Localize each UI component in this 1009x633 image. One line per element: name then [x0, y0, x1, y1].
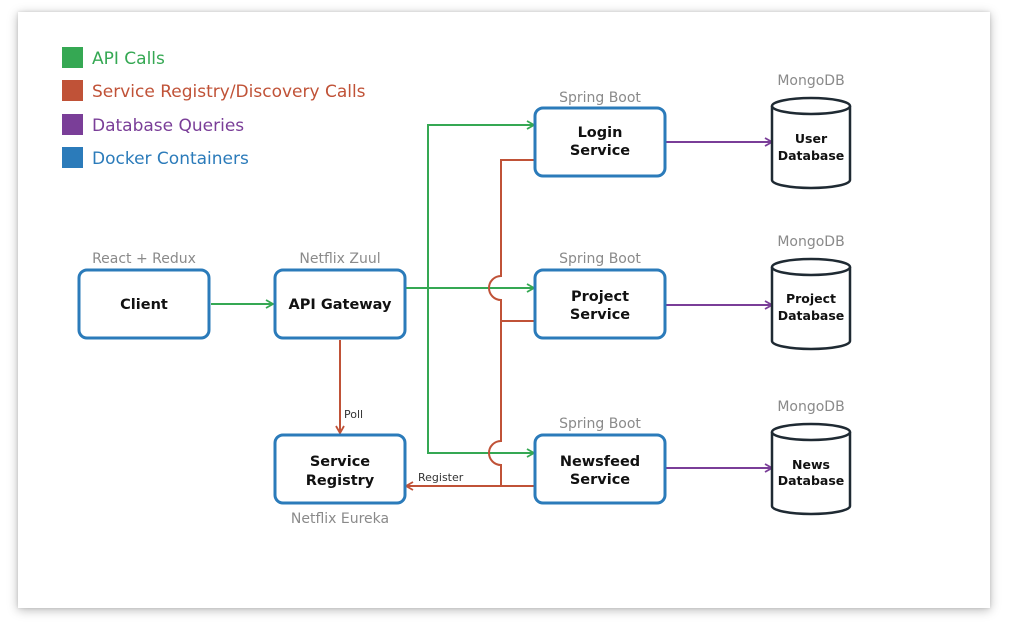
registry-tech-label: Netflix Eureka [291, 511, 389, 527]
edge-gateway-to-newsfeed [427, 288, 536, 458]
api-call-edges [211, 120, 536, 458]
project-service-label-line1: Project [571, 289, 629, 305]
registry-bus [488, 159, 534, 486]
login-service-label-line1: Login [578, 125, 623, 141]
client-tech-label: React + Redux [92, 251, 196, 267]
project-database-label-line1: Project [786, 291, 836, 306]
poll-label: Poll [344, 408, 363, 421]
legend-item-api-calls: API Calls [62, 47, 165, 69]
edge-gateway-to-login [405, 120, 536, 289]
user-database-node: MongoDB User Database [770, 73, 852, 190]
project-database-label-line2: Database [778, 308, 845, 323]
project-tech-label: Spring Boot [559, 251, 641, 267]
news-database-label-line2: Database [778, 473, 845, 488]
api-gateway-label: API Gateway [289, 297, 392, 313]
project-database-node: MongoDB Project Database [770, 234, 852, 351]
database-edges [666, 137, 774, 473]
registry-edges [335, 159, 534, 491]
newsfeed-service-box [533, 433, 667, 505]
newsfeed-tech-label: Spring Boot [559, 416, 641, 432]
service-registry-label-line1: Service [310, 454, 370, 470]
legend-item-docker-containers: Docker Containers [62, 147, 249, 169]
legend-swatch-api [62, 47, 83, 68]
api-gateway-node: Netflix Zuul API Gateway [273, 251, 407, 340]
newsfeed-service-label-line1: Newsfeed [560, 454, 640, 470]
client-box [77, 268, 211, 340]
newsfeed-service-label-line2: Service [570, 472, 630, 488]
project-database-cylinder [770, 267, 852, 351]
user-database-cylinder-top [770, 96, 852, 116]
project-db-tech-label: MongoDB [777, 234, 844, 250]
news-database-label-line1: News [792, 457, 830, 472]
project-database-cylinder-top [770, 257, 852, 277]
legend-label-database: Database Queries [92, 116, 244, 136]
legend-label-api: API Calls [92, 49, 165, 69]
gateway-tech-label: Netflix Zuul [299, 251, 380, 267]
news-db-tech-label: MongoDB [777, 399, 844, 415]
legend-swatch-database [62, 114, 83, 135]
newsfeed-service-node: Spring Boot Newsfeed Service [533, 416, 667, 505]
legend: API Calls Service Registry/Discovery Cal… [62, 47, 366, 169]
legend-item-database-queries: Database Queries [62, 114, 244, 136]
legend-swatch-docker [62, 147, 83, 168]
user-database-label-line1: User [795, 131, 828, 146]
register-label: Register [418, 471, 464, 484]
project-service-label-line2: Service [570, 307, 630, 323]
news-database-cylinder-top [770, 422, 852, 442]
project-service-box [533, 268, 667, 340]
service-registry-label-line2: Registry [306, 473, 375, 489]
news-database-cylinder [770, 432, 852, 516]
legend-label-registry: Service Registry/Discovery Calls [92, 82, 366, 102]
service-registry-node: Service Registry Netflix Eureka [273, 433, 407, 527]
legend-item-registry-calls: Service Registry/Discovery Calls [62, 80, 366, 102]
api-gateway-box [273, 268, 407, 340]
login-service-label-line2: Service [570, 143, 630, 159]
client-node: React + Redux Client [77, 251, 211, 340]
legend-swatch-registry [62, 80, 83, 101]
user-database-cylinder [770, 106, 852, 190]
client-label: Client [120, 297, 168, 313]
service-registry-box [273, 433, 407, 505]
project-service-node: Spring Boot Project Service [533, 251, 667, 340]
news-database-node: MongoDB News Database [770, 399, 852, 516]
legend-label-docker: Docker Containers [92, 149, 249, 169]
user-db-tech-label: MongoDB [777, 73, 844, 89]
login-tech-label: Spring Boot [559, 90, 641, 106]
login-service-box [533, 106, 667, 178]
user-database-label-line2: Database [778, 148, 845, 163]
login-service-node: Spring Boot Login Service [533, 90, 667, 178]
